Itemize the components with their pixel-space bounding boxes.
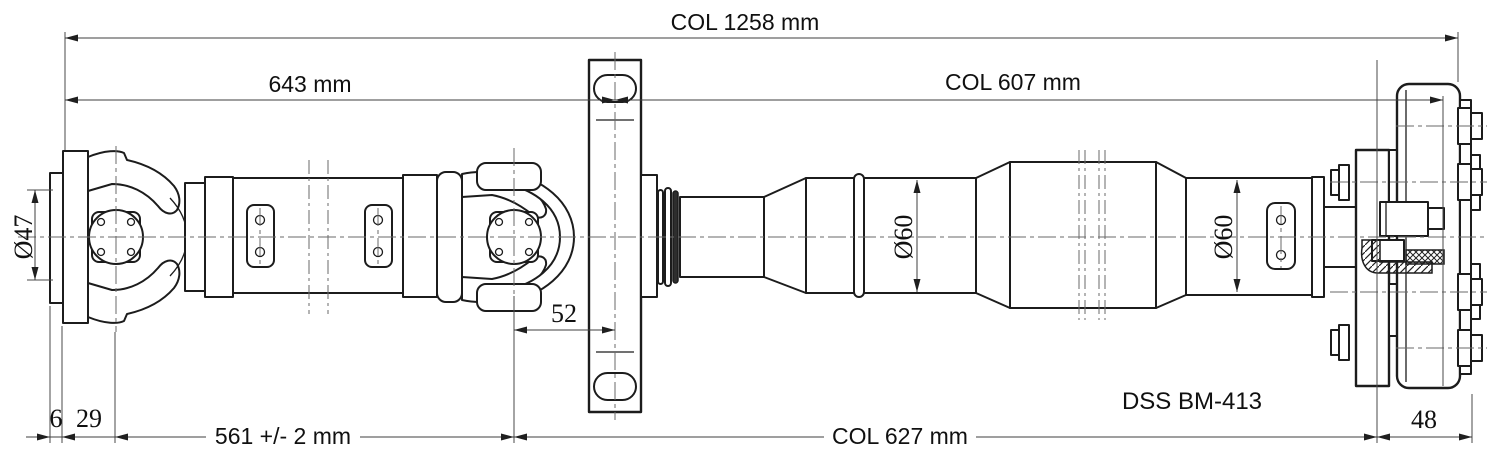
rear-tube-mid (805, 177, 977, 294)
dimension-annotations (26, 32, 1473, 443)
front-yoke-bottom-horn (87, 259, 181, 324)
weld-bead-ring (853, 173, 865, 298)
centerlines (18, 52, 1487, 420)
balance-plate-1 (246, 204, 275, 268)
rear-shaft (679, 150, 1359, 320)
dim-label-overall: COL 1258 mm (671, 9, 820, 35)
center-ujoint (461, 162, 575, 312)
coupling-center-hub (1360, 201, 1445, 274)
rear-coupling (1330, 82, 1483, 390)
dim-label-dia47: Ø47 (9, 215, 38, 260)
dim-label-dia60-mid: Ø60 (889, 215, 918, 260)
dim-label-29: 29 (76, 404, 102, 433)
cone-expand-1 (763, 177, 807, 294)
tube-break-lines (1078, 150, 1106, 320)
center-yoke-bottom-flange (476, 283, 542, 312)
dim-label-dia60-rear: Ø60 (1209, 215, 1238, 260)
bearing-hub-plate (640, 174, 658, 298)
balance-plate-2 (364, 204, 393, 268)
cone-expand-2 (975, 161, 1011, 309)
dim-label-rear-shaft: COL 627 mm (832, 423, 968, 449)
center-bearing-bracket (587, 58, 679, 414)
dim-label-front-shaft: 561 +/- 2 mm (215, 423, 351, 449)
part-number-label: DSS BM-413 (1122, 388, 1262, 415)
coupling-bolt-left-bottom (1330, 329, 1340, 356)
center-yoke-top-flange (476, 162, 542, 191)
front-flange-back-plate (49, 172, 64, 304)
front-yoke-top-horn (87, 150, 181, 215)
dimension-labels: COL 1258 mm 643 mm COL 607 mm 52 6 29 56… (9, 9, 1437, 449)
dim-label-front-section: 643 mm (268, 71, 351, 97)
dim-label-52: 52 (551, 299, 577, 328)
front-tube (232, 171, 463, 303)
tube-end-collar (402, 174, 438, 298)
front-tube-break-lines (308, 160, 329, 314)
dim-label-rear-col: COL 607 mm (945, 69, 1081, 95)
rear-tube-large (1009, 161, 1157, 309)
dim-label-6: 6 (50, 404, 63, 433)
hatched-retainer (1360, 239, 1433, 274)
cone-reduce (1155, 161, 1187, 309)
dim-label-48: 48 (1411, 405, 1437, 434)
